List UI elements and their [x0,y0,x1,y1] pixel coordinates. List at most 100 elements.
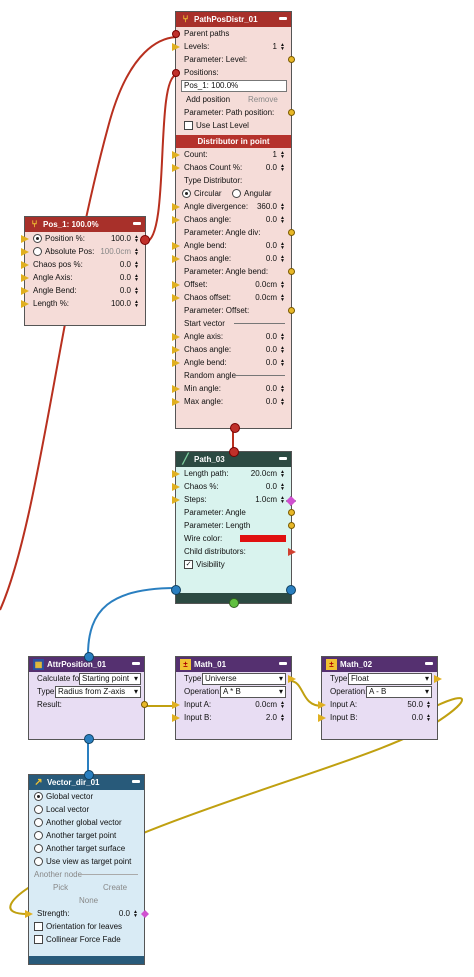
spinner-icon[interactable]: ▲▼ [280,280,285,290]
input-port[interactable] [172,346,180,354]
chaos-angle-value[interactable]: 0.0 [265,254,277,263]
input-port[interactable] [172,294,180,302]
input-port[interactable] [172,470,180,478]
input-b-value[interactable]: 0.0 [411,713,423,722]
spinner-icon[interactable]: ▲▼ [133,909,138,919]
output-port[interactable] [288,56,295,63]
spinner-icon[interactable]: ▲▼ [280,215,285,225]
input-port[interactable] [172,701,180,709]
spinner-icon[interactable]: ▲▼ [280,42,285,52]
spinner-icon[interactable]: ▲▼ [280,345,285,355]
spinner-icon[interactable]: ▲▼ [134,234,139,244]
count-value[interactable]: 1 [272,150,277,159]
output-port[interactable] [288,307,295,314]
position-value[interactable]: 100.0 [110,234,131,243]
angle-bend-value[interactable]: 0.0 [265,241,277,250]
output-port[interactable] [286,496,296,506]
output-port[interactable] [140,235,150,245]
spinner-icon[interactable]: ▲▼ [134,247,139,257]
chaos-value[interactable]: 0.0 [265,482,277,491]
chaos-pos-value[interactable]: 0.0 [119,260,131,269]
collapse-icon[interactable] [132,662,140,665]
remove-button[interactable]: Remove [248,95,278,104]
input-port[interactable] [318,714,326,722]
operation-select[interactable]: A * B [220,686,286,698]
length-value[interactable]: 100.0 [110,299,131,308]
pos-1-header[interactable]: ⑂ Pos_1: 100.0% [25,217,145,232]
vector-dir-header[interactable]: ↗ Vector_dir_01 [29,775,144,790]
output-port[interactable] [288,509,295,516]
spinner-icon[interactable]: ▲▼ [134,260,139,270]
max-angle-value[interactable]: 0.0 [265,397,277,406]
attr-position-node[interactable]: ▦ AttrPosition_01 Calculate for: Startin… [28,652,148,744]
another-target-surface-radio[interactable] [34,844,43,854]
another-target-point-radio[interactable] [34,831,43,841]
output-port[interactable] [141,701,148,708]
spinner-icon[interactable]: ▲▼ [280,482,285,492]
orientation-leaves-checkbox[interactable] [34,922,43,932]
input-port[interactable] [172,281,180,289]
spinner-icon[interactable]: ▲▼ [280,332,285,342]
angle-bend-value[interactable]: 0.0 [265,358,277,367]
another-global-vector-radio[interactable] [34,818,43,828]
spinner-icon[interactable]: ▲▼ [280,254,285,264]
path-pos-distr-node[interactable]: ⑂ PathPosDistr_01 Parent paths Levels: 1… [172,11,295,433]
input-port[interactable] [172,333,180,341]
output-port-bottom[interactable] [229,598,239,608]
visibility-checkbox[interactable]: ✓ [184,560,193,570]
collinear-force-fade-checkbox[interactable] [34,935,43,945]
offset-value[interactable]: 0.0cm [255,280,277,289]
input-port-top[interactable] [229,447,239,457]
none-button[interactable]: None [79,896,99,905]
min-angle-value[interactable]: 0.0 [265,384,277,393]
input-port[interactable] [172,30,180,38]
input-port[interactable] [25,910,33,918]
collapse-icon[interactable] [425,662,433,665]
input-port[interactable] [21,300,29,308]
spinner-icon[interactable]: ▲▼ [280,469,285,479]
input-port[interactable] [172,216,180,224]
output-port[interactable] [288,109,295,116]
path-03-header[interactable]: ╱ Path_03 [176,452,291,467]
output-port[interactable] [434,675,442,683]
input-port[interactable] [172,43,180,51]
chaos-angle-value[interactable]: 0.0 [265,345,277,354]
use-last-level-checkbox[interactable] [184,121,193,131]
chaos-offset-value[interactable]: 0.0cm [255,293,277,302]
global-vector-radio[interactable] [34,792,43,802]
input-port[interactable] [172,714,180,722]
type-select[interactable]: Universe [202,673,286,685]
levels-value[interactable]: 1 [272,42,277,51]
input-port[interactable] [172,69,180,77]
use-view-target-radio[interactable] [34,857,43,867]
spinner-icon[interactable]: ▲▼ [280,397,285,407]
collapse-icon[interactable] [279,17,287,20]
spinner-icon[interactable]: ▲▼ [280,713,285,723]
collapse-icon[interactable] [133,222,141,225]
angle-axis-value[interactable]: 0.0 [265,332,277,341]
spinner-icon[interactable]: ▲▼ [280,384,285,394]
input-port[interactable] [172,203,180,211]
create-button[interactable]: Create [103,883,128,892]
spinner-icon[interactable]: ▲▼ [280,202,285,212]
input-port[interactable] [172,151,180,159]
spinner-icon[interactable]: ▲▼ [280,358,285,368]
output-port[interactable] [288,268,295,275]
spinner-icon[interactable]: ▲▼ [280,700,285,710]
steps-value[interactable]: 1.0cm [255,495,277,504]
math-02-header[interactable]: ± Math_02 [322,657,437,672]
angle-axis-value[interactable]: 0.0 [119,273,131,282]
input-port[interactable] [318,701,326,709]
input-port[interactable] [172,255,180,263]
collapse-icon[interactable] [279,662,287,665]
spinner-icon[interactable]: ▲▼ [426,700,431,710]
add-position-button[interactable]: Add position [186,95,231,104]
input-port[interactable] [172,242,180,250]
input-port[interactable] [172,164,180,172]
path-03-node[interactable]: ╱ Path_03 Length path: 20.0cm ▲▼ Chaos %… [171,447,296,608]
input-port-top[interactable] [84,770,94,780]
input-port[interactable] [21,235,29,243]
output-port-bottom[interactable] [230,423,240,433]
angle-bend-value[interactable]: 0.0 [119,286,131,295]
chaos-angle-value[interactable]: 0.0 [265,215,277,224]
